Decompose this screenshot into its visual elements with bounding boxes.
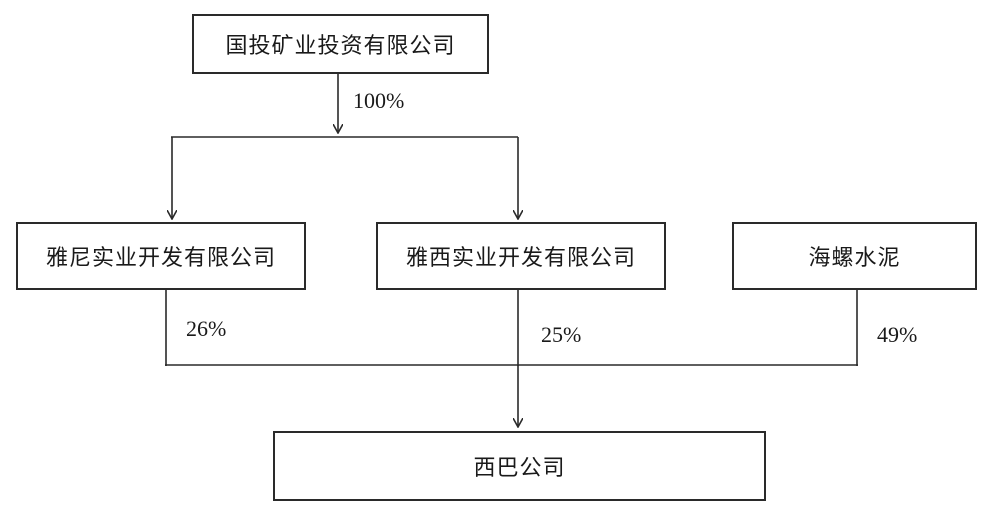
hailuo-company-box: 海螺水泥 [732, 222, 977, 290]
xiba-company-box: 西巴公司 [273, 431, 766, 501]
yani-ownership-pct: 26% [186, 316, 227, 341]
yani-company-box: 雅尼实业开发有限公司 [16, 222, 306, 290]
parent-ownership-pct: 100% [353, 88, 405, 113]
yani-company-label: 雅尼实业开发有限公司 [45, 246, 276, 271]
parent-company-label: 国投矿业投资有限公司 [225, 34, 456, 59]
xiba-company-label: 西巴公司 [473, 456, 566, 481]
parent-company-box: 国投矿业投资有限公司 [192, 14, 489, 74]
yaxi-company-box: 雅西实业开发有限公司 [376, 222, 666, 290]
yaxi-ownership-pct: 25% [541, 322, 582, 347]
hailuo-company-label: 海螺水泥 [808, 246, 901, 271]
hailuo-ownership-pct: 49% [877, 322, 918, 347]
yaxi-company-label: 雅西实业开发有限公司 [405, 246, 636, 271]
